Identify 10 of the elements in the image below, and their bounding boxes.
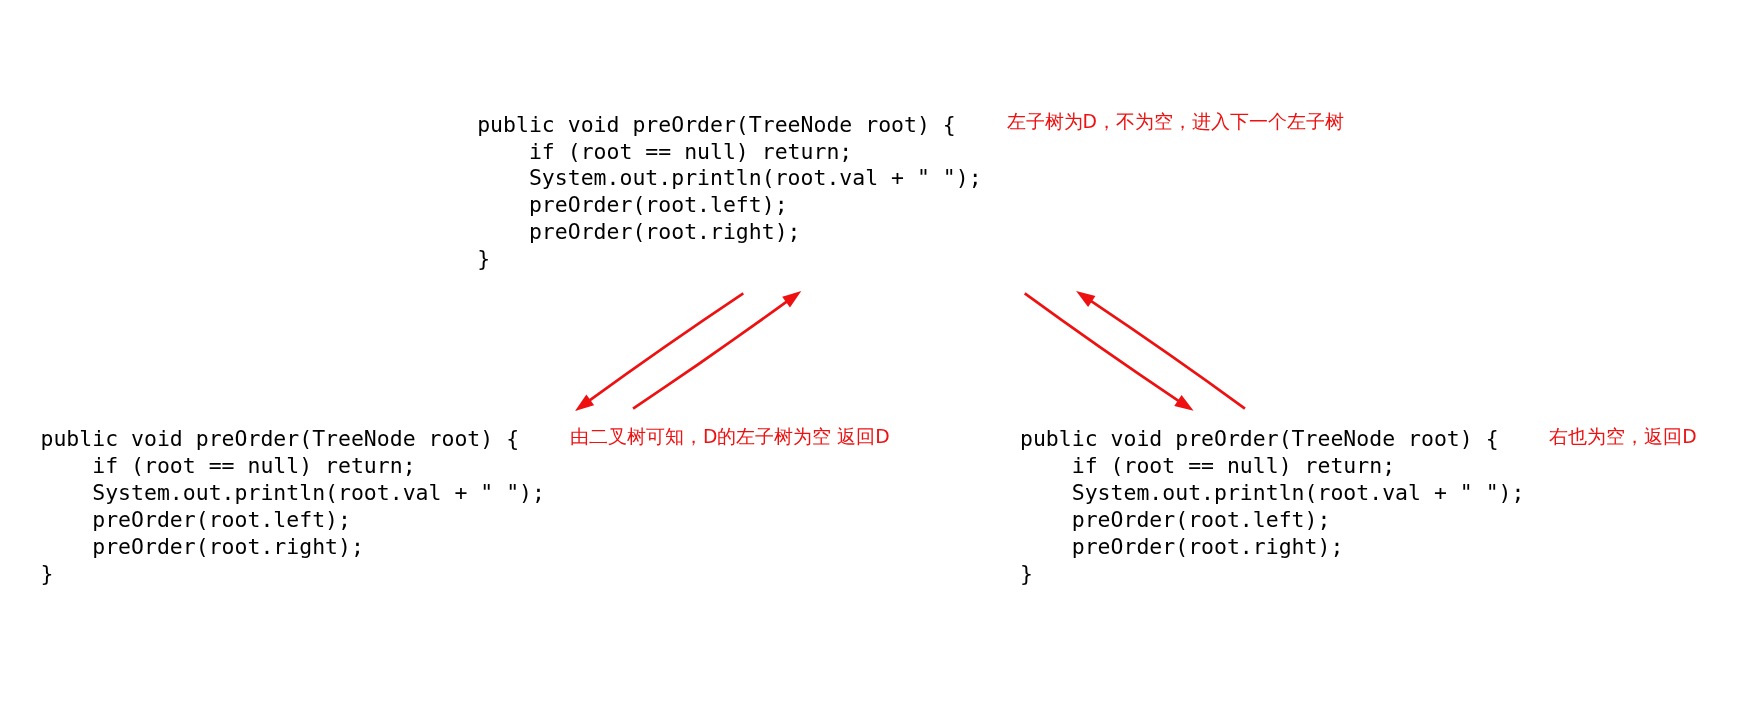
node-text: public void preOrder(TreeNode root) { if (root == null) return; System.out.println(root.val + " "); preOrder(root.left); preOrder(root.right); } (1019, 425, 1525, 585)
arrow (575, 291, 744, 411)
arrow (1076, 290, 1246, 410)
arrow (1023, 291, 1194, 411)
node-label: 右也为空，返回D (1549, 425, 1697, 447)
node-label: 由二叉树可知，D的左子树为空 返回D (569, 425, 890, 447)
node-label: 左子树为D，不为空，进入下一个左子树 (1006, 110, 1345, 132)
arrow (632, 290, 802, 410)
node-text: public void preOrder(TreeNode root) { if (root == null) return; System.out.println(root.val + " "); preOrder(root.left); preOrder(root.right); } (40, 425, 545, 585)
node-text: public void preOrder(TreeNode root) { if (root == null) return; System.out.println(root.val + " "); preOrder(root.left); preOrder(root.right); } (477, 111, 982, 271)
